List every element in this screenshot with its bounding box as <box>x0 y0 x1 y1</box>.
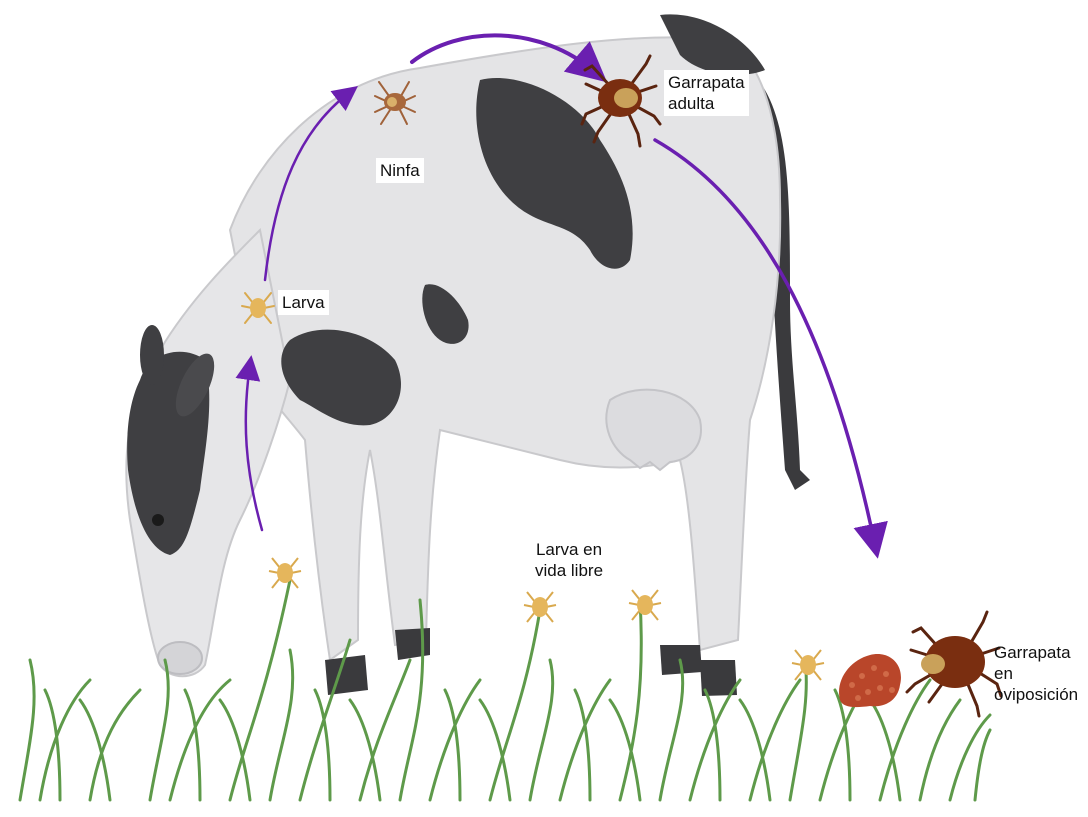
label-larva: Larva <box>278 290 329 315</box>
cow <box>126 14 810 696</box>
label-free-larva: Larva en vida libre <box>531 537 607 583</box>
free-larva-icon-4 <box>792 650 824 680</box>
egg-mass-icon <box>839 654 901 707</box>
label-nymph: Ninfa <box>376 158 424 183</box>
cow-hoof-1 <box>325 655 368 695</box>
cow-hoof-2 <box>395 628 430 660</box>
label-adult-tick: Garrapata adulta <box>664 70 749 116</box>
cow-eye <box>152 514 164 526</box>
free-larva-icon-3 <box>629 590 661 620</box>
cow-muzzle <box>158 642 202 674</box>
ovipositing-tick-icon <box>907 612 1001 716</box>
free-larva-icon-1 <box>269 558 301 588</box>
cow-ear <box>140 325 164 385</box>
label-ovipositing-tick: Garrapata en oviposición <box>990 640 1088 707</box>
